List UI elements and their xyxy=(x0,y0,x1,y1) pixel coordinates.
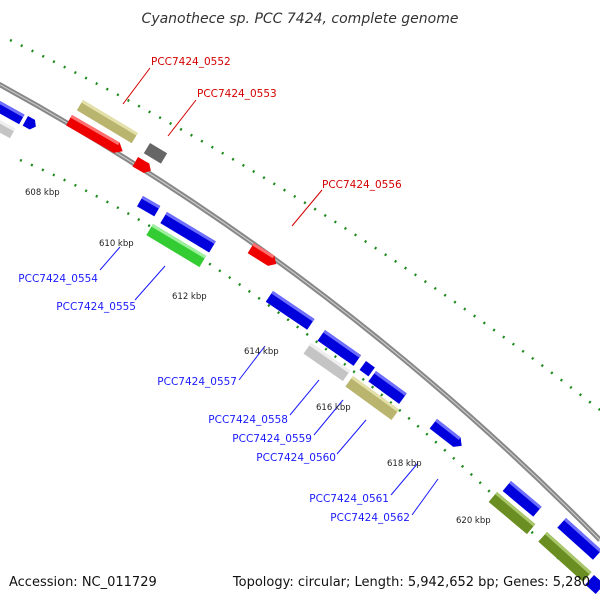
scale-label: 614 kbp xyxy=(244,347,279,357)
callout-lines xyxy=(99,67,439,516)
map-title: Cyanothece sp. PCC 7424, complete genome xyxy=(142,11,459,27)
gene-arrow[interactable] xyxy=(132,157,154,176)
gene-arrow[interactable] xyxy=(160,212,216,253)
gene-label-pcc7424-0552[interactable]: PCC7424_0552 xyxy=(151,56,231,68)
gene-arrow-pcc7424-0556[interactable] xyxy=(247,243,280,269)
gene-label-pcc7424-0558[interactable]: PCC7424_0558 xyxy=(208,414,288,426)
scale-label: 616 kbp xyxy=(316,403,351,413)
scale-label: 610 kbp xyxy=(99,239,134,249)
gene-arrow[interactable] xyxy=(0,118,16,139)
gene-arrow[interactable] xyxy=(317,330,362,366)
gene-arrow-pcc7424-0554[interactable] xyxy=(137,196,161,217)
gene-arrow[interactable] xyxy=(557,518,600,560)
gene-label-pcc7424-0560[interactable]: PCC7424_0560 xyxy=(256,452,336,464)
gc-track-outer xyxy=(9,38,600,411)
gene-label-pcc7424-0554[interactable]: PCC7424_0554 xyxy=(18,273,98,285)
accession-text: Accession: NC_011729 xyxy=(9,575,157,590)
gene-label-pcc7424-0556[interactable]: PCC7424_0556 xyxy=(322,179,402,191)
scale-label: 612 kbp xyxy=(172,292,207,302)
gene-arrow-pcc7424-0558[interactable] xyxy=(303,343,351,382)
gene-arrow[interactable] xyxy=(538,532,592,582)
gene-label-pcc7424-0562[interactable]: PCC7424_0562 xyxy=(330,512,410,524)
gene-label-pcc7424-0557[interactable]: PCC7424_0557 xyxy=(157,376,237,388)
scale-label: 620 kbp xyxy=(456,516,491,526)
gene-arrow[interactable] xyxy=(76,100,138,144)
gene-label-pcc7424-0553[interactable]: PCC7424_0553 xyxy=(197,88,277,100)
scale-label: 608 kbp xyxy=(25,188,60,198)
scale-labels: 608 kbp 610 kbp 612 kbp 614 kbp 616 kbp … xyxy=(25,188,491,526)
gene-arrow-pcc7424-0560[interactable] xyxy=(345,376,400,421)
gene-label-pcc7424-0559[interactable]: PCC7424_0559 xyxy=(232,433,312,445)
gene-label-pcc7424-0561[interactable]: PCC7424_0561 xyxy=(309,493,389,505)
gene-arrow-pcc7424-0561[interactable] xyxy=(429,419,466,451)
features xyxy=(0,100,600,595)
gene-arrow-pcc7424-0559[interactable] xyxy=(359,361,375,377)
gene-arrow-pcc7424-0555[interactable] xyxy=(146,224,207,268)
gene-label-pcc7424-0555[interactable]: PCC7424_0555 xyxy=(56,301,136,313)
scale-label: 618 kbp xyxy=(387,459,422,469)
topology-text: Topology: circular; Length: 5,942,652 bp… xyxy=(232,575,590,590)
gene-arrow[interactable] xyxy=(0,101,25,125)
gene-arrow-pcc7424-0553[interactable] xyxy=(143,143,168,164)
gene-arrow-pcc7424-0552[interactable] xyxy=(66,115,126,156)
gene-arrow-pcc7424-0557[interactable] xyxy=(265,291,315,330)
gc-track-inner xyxy=(19,158,561,561)
gene-arrow[interactable] xyxy=(22,116,39,131)
gene-arrow-pcc7424-0562[interactable] xyxy=(488,492,536,535)
gene-arrow[interactable] xyxy=(368,371,407,404)
gene-arrow[interactable] xyxy=(502,481,542,517)
